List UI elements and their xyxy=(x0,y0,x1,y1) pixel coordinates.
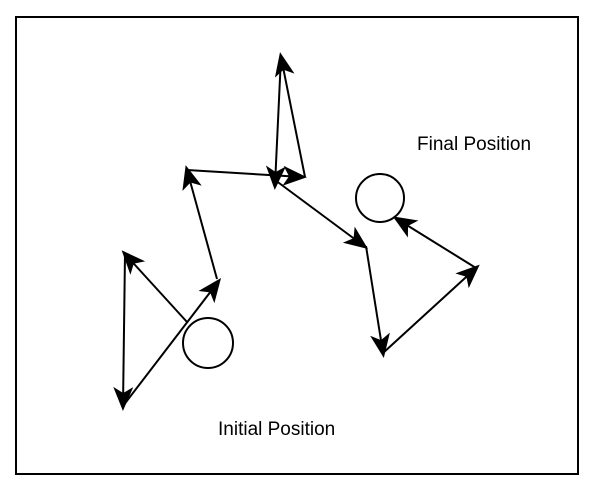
walk-step-2-arrow xyxy=(113,253,134,411)
initial-position-label: Initial Position xyxy=(218,419,335,440)
walk-step-7-arrow xyxy=(265,56,286,190)
walk-step-9-arrow xyxy=(365,245,390,358)
walk-step-3-arrow xyxy=(122,278,222,407)
walk-step-1-arrow xyxy=(121,250,188,323)
walk-path xyxy=(113,52,480,411)
walk-step-4-arrow xyxy=(182,165,218,280)
walk-step-6-arrow xyxy=(274,52,306,178)
final-position-label: Final Position xyxy=(417,134,531,155)
walk-step-8-arrow xyxy=(274,179,369,249)
final-position-circle xyxy=(355,173,405,223)
diagram-frame xyxy=(15,16,579,475)
walk-step-10-arrow xyxy=(382,264,480,354)
walk-step-11-arrow xyxy=(392,216,477,269)
initial-position-circle xyxy=(182,317,234,369)
